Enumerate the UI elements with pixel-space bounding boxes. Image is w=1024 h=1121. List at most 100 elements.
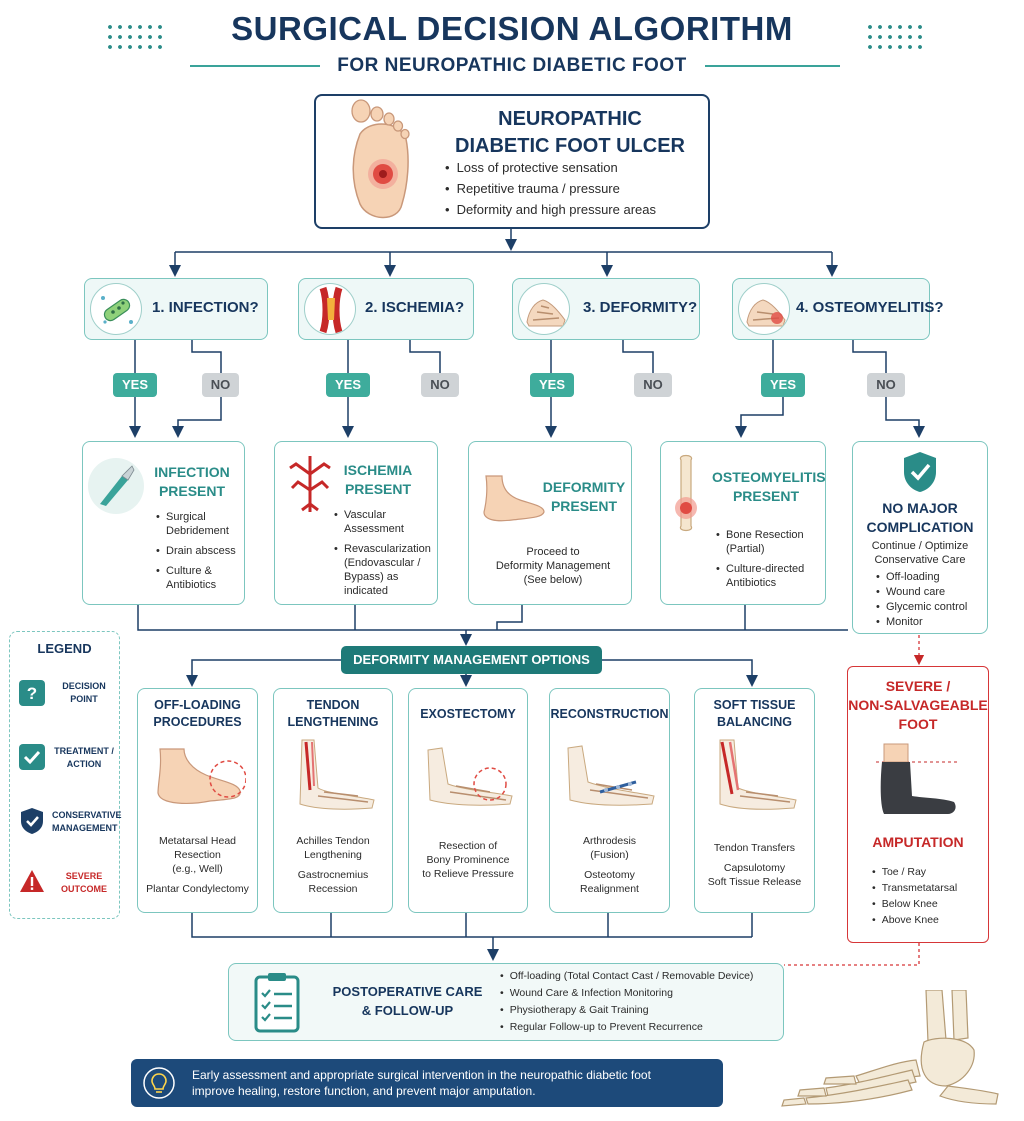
legend-panel <box>9 631 120 919</box>
none-title-line-1: NO MAJOR <box>882 500 958 516</box>
achilles-tendon-icon <box>299 739 375 810</box>
yes-pill-ischemia: YES <box>326 373 370 397</box>
postoperative-items: Off-loading (Total Contact Cast / Remova… <box>500 970 754 1038</box>
option-reconstruction-text: Arthrodesis (Fusion) Osteotomy Realignme… <box>551 834 668 896</box>
vessel-tree-icon <box>282 452 338 516</box>
option-text-line: Soft Tissue Release <box>707 876 802 888</box>
clipboard-checklist-icon <box>254 973 300 1033</box>
checkmark-icon <box>19 744 45 770</box>
postop-title-line: POSTOPERATIVE CARE <box>332 984 483 999</box>
root-title-line-1: NEUROPATHIC <box>498 108 642 130</box>
option-text-line: Osteotomy <box>584 869 635 881</box>
osteomyelitis-present-title: OSTEOMYELITIS PRESENT <box>712 468 826 506</box>
infection-actions: Surgical Debridement Drain abscess Cultu… <box>156 510 240 598</box>
infection-title-line-1: INFECTION <box>154 464 230 480</box>
yes-pill-infection: YES <box>113 373 157 397</box>
conservative-care-text: Continue / Optimize Conservative Care <box>852 539 988 567</box>
decorative-dots-left <box>105 22 165 52</box>
severe-title: SEVERE / NON-SALVAGEABLE FOOT <box>847 677 989 734</box>
root-bullet: Loss of protective sensation <box>445 160 656 181</box>
option-title-line: PROCEDURES <box>153 715 242 729</box>
postop-item: Regular Follow-up to Prevent Recurrence <box>500 1021 753 1038</box>
key-message-line: improve healing, restore function, and p… <box>192 1084 536 1098</box>
amputation-level: Transmetatarsal <box>872 882 957 898</box>
amputation-levels: Toe / Ray Transmetatarsal Below Knee Abo… <box>872 866 957 930</box>
option-text-line: Recession <box>308 883 358 895</box>
yes-pill-deformity: YES <box>530 373 574 397</box>
option-soft-tissue-text: Tendon Transfers Capsulotomy Soft Tissue… <box>696 841 813 889</box>
option-title-line: BALANCING <box>717 715 792 729</box>
no-pill-ischemia: NO <box>421 373 459 397</box>
legend-text: ACTION <box>66 759 102 769</box>
deformity-text-line-3: (See below) <box>523 574 583 586</box>
option-tendon-title: TENDON LENGTHENING <box>273 697 393 731</box>
foot-icon <box>476 470 548 526</box>
option-tendon-text: Achilles Tendon Lengthening Gastrocnemiu… <box>275 834 391 896</box>
deformity-text-line-1: Proceed to <box>526 546 580 558</box>
forefoot-pressure-icon <box>157 748 246 804</box>
none-text-line-1: Continue / Optimize <box>871 540 969 552</box>
legend-text: CONSERVATIVE <box>52 810 122 820</box>
postop-item: Physiotherapy & Gait Training <box>500 1004 753 1021</box>
amputation-title: AMPUTATION <box>872 834 964 850</box>
action-item: Bone Resection (Partial) <box>716 528 816 556</box>
ischemia-title-line-1: ISCHEMIA <box>343 462 413 478</box>
scalpel-icon <box>88 458 144 514</box>
bacteria-icon <box>90 283 142 335</box>
question-infection-label: 1. INFECTION? <box>152 299 259 316</box>
legend-treatment-action: TREATMENT / ACTION <box>52 745 116 771</box>
subtitle-rule-right <box>705 65 840 67</box>
root-bullet: Deformity and high pressure areas <box>445 202 656 223</box>
care-item: Monitor <box>876 615 984 629</box>
action-item: Culture-directed Antibiotics <box>716 562 816 590</box>
page-title: SURGICAL DECISION ALGORITHM <box>231 10 793 47</box>
infection-present-title: INFECTION PRESENT <box>150 463 234 501</box>
subtitle-rule-left <box>190 65 320 67</box>
svg-text:?: ? <box>27 684 37 703</box>
question-osteomyelitis-label: 4. OSTEOMYELITIS? <box>796 299 944 316</box>
none-title-line-2: COMPLICATION <box>866 519 974 535</box>
option-text-line: Realignment <box>580 883 639 895</box>
option-text-line: to Relieve Pressure <box>422 868 514 880</box>
lightbulb-icon <box>143 1067 175 1099</box>
option-offloading-title: OFF-LOADING PROCEDURES <box>137 697 258 731</box>
option-text-line: Gastrocnemius <box>297 869 369 881</box>
none-text-line-2: Conservative Care <box>874 554 966 566</box>
option-text-line: Resection <box>174 849 221 861</box>
page-subtitle: FOR NEUROPATHIC DIABETIC FOOT <box>337 55 687 76</box>
amputation-level: Below Knee <box>872 898 957 914</box>
foot-skeleton-illustration <box>781 990 999 1107</box>
option-text-line: (e.g., Well) <box>172 863 223 875</box>
legend-text: POINT <box>70 694 98 704</box>
option-text-line: Tendon Transfers <box>713 842 796 854</box>
root-bullets: Loss of protective sensation Repetitive … <box>445 160 656 223</box>
warning-icon <box>19 868 45 894</box>
option-text-line: Metatarsal Head <box>158 835 237 847</box>
legend-conservative-management: CONSERVATIVE MANAGEMENT <box>52 809 122 835</box>
option-title-line: LENGTHENING <box>287 715 379 729</box>
question-icon: ? <box>19 680 45 706</box>
option-offloading-text: Metatarsal Head Resection (e.g., Well) P… <box>139 834 256 896</box>
postoperative-title: POSTOPERATIVE CARE & FOLLOW-UP <box>330 982 485 1020</box>
deformity-text-line-2: Deformity Management <box>495 560 611 572</box>
deformity-title-line-1: DEFORMITY <box>542 479 626 495</box>
key-message-banner <box>131 1059 723 1107</box>
care-item: Glycemic control <box>876 600 984 614</box>
conservative-care-list: Off-loading Wound care Glycemic control … <box>876 570 984 635</box>
legend-title: LEGEND <box>37 641 92 656</box>
deformity-referral: Proceed to Deformity Management (See bel… <box>478 545 628 587</box>
fusion-hardware-icon <box>567 745 655 806</box>
ischemia-actions: Vascular Assessment Revascularization (E… <box>334 508 431 604</box>
postop-item: Wound Care & Infection Monitoring <box>500 987 753 1004</box>
yes-pill-osteomyelitis: YES <box>761 373 805 397</box>
action-item: Vascular Assessment <box>334 508 430 536</box>
action-item: Culture & Antibiotics <box>156 564 240 592</box>
legend-text: SEVERE <box>65 871 103 881</box>
legend-text: TREATMENT / <box>54 746 114 756</box>
severe-title-line: SEVERE / <box>885 678 951 694</box>
action-item: Drain abscess <box>156 544 240 558</box>
key-message-line: Early assessment and appropriate surgica… <box>192 1068 651 1082</box>
option-text-line: Resection of <box>438 840 498 852</box>
option-text-line: Arthrodesis <box>582 835 637 847</box>
question-deformity-label: 3. DEFORMITY? <box>583 299 698 316</box>
